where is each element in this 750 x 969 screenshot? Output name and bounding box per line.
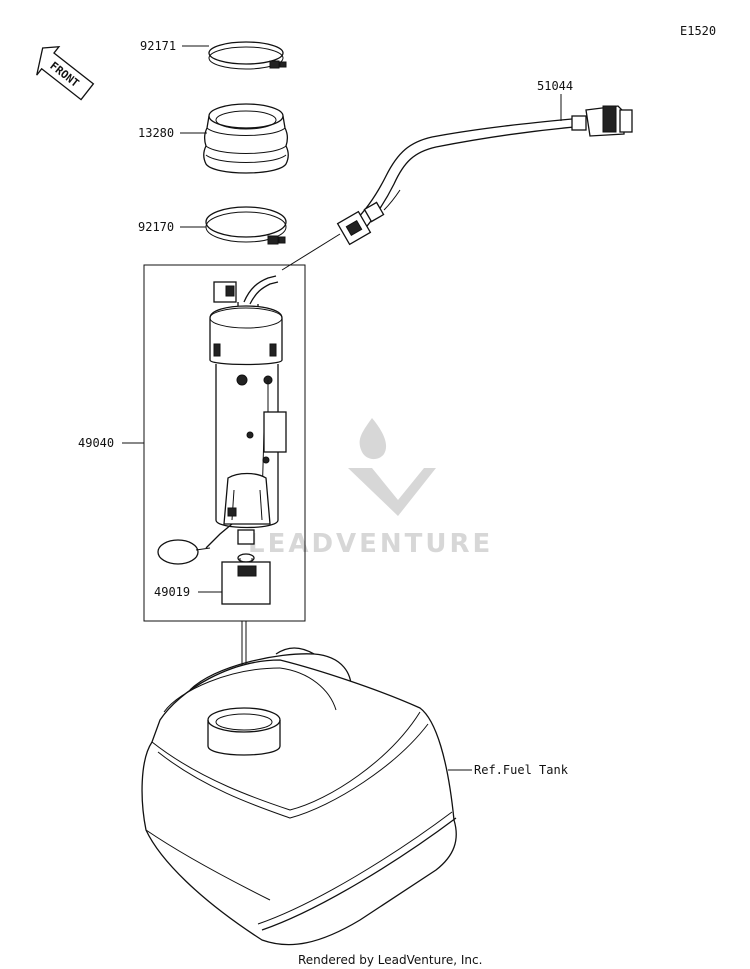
front-arrow: FRONT: [36, 45, 95, 101]
fuel-pump-49040[interactable]: [157, 275, 287, 565]
diagram-code: E1520: [680, 24, 716, 38]
part-number-49019[interactable]: 49019: [154, 585, 190, 599]
part-number-51044[interactable]: 51044: [537, 79, 573, 93]
clamp-92171[interactable]: [208, 41, 287, 70]
grommet-13280[interactable]: [203, 103, 289, 174]
clamp-92170[interactable]: [205, 206, 287, 245]
part-number-49040[interactable]: 49040: [78, 436, 114, 450]
part-number-92171[interactable]: 92171: [140, 39, 176, 53]
filter-49019[interactable]: [221, 553, 271, 605]
watermark-logo: LEADVENTURE: [248, 418, 493, 559]
ref-fuel-tank-label[interactable]: Ref.Fuel Tank: [474, 763, 569, 777]
connector-guide-line: [281, 233, 341, 271]
watermark-text: LEADVENTURE: [248, 529, 493, 559]
footer-credit: Rendered by LeadVenture, Inc.: [298, 953, 482, 967]
harness-51044[interactable]: [336, 105, 633, 246]
fuel-tank-ref[interactable]: [141, 647, 457, 946]
part-number-92170[interactable]: 92170: [138, 220, 174, 234]
part-number-13280[interactable]: 13280: [138, 126, 174, 140]
